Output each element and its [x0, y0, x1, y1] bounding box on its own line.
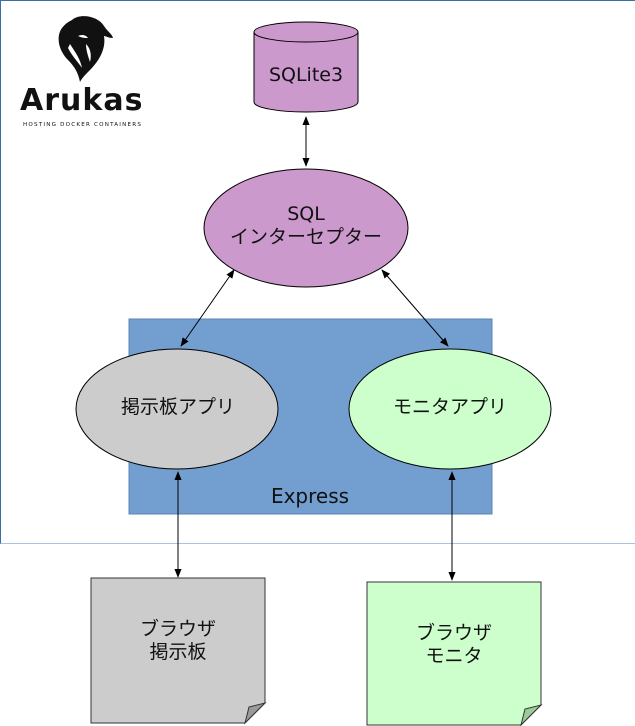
database-label-text: SQLite3: [268, 64, 344, 86]
logo-wordmark: Arukas: [20, 83, 144, 118]
interceptor-bbs-connector: [180, 269, 235, 347]
arukas-hosting-frame: [0, 0, 635, 544]
sql-interceptor-ellipse: [203, 168, 409, 288]
bbs-app-label-text: 掲示板アプリ: [120, 396, 235, 418]
interceptor-label: SQL インターセプター: [206, 203, 406, 249]
express-label-text: Express: [270, 484, 350, 508]
interceptor-label-line2: インターセプター: [229, 225, 382, 248]
monitor-app-ellipse: [348, 348, 552, 470]
bbs-browser-label: ブラウザ 掲示板: [91, 618, 265, 664]
monitor-browser-note: [366, 581, 543, 726]
logo-tagline: HOSTING DOCKER CONTAINERS: [23, 122, 143, 128]
bbs-app-ellipse: [75, 348, 279, 470]
orca-icon: [58, 16, 113, 83]
monitor-browser-label-line2: モニタ: [425, 644, 483, 667]
bbs-browser-note: [90, 577, 267, 725]
bbs-browser-label-line1: ブラウザ: [139, 618, 216, 640]
monitor-app-label: モニタアプリ: [350, 396, 550, 419]
database-label: SQLite3: [254, 64, 358, 87]
sqlite-database: [253, 21, 359, 113]
bbs-browser-label-line2: 掲示板: [149, 640, 207, 663]
monitor-app-label-text: モニタアプリ: [392, 396, 507, 418]
express-label: Express: [230, 484, 390, 508]
arukas-logo: Arukas HOSTING DOCKER CONTAINERS: [20, 14, 148, 130]
interceptor-label-line1: SQL: [287, 203, 325, 225]
monitor-browser-label: ブラウザ モニタ: [367, 622, 541, 668]
monitor-browser-label-line1: ブラウザ: [415, 622, 492, 644]
interceptor-monitor-connector: [381, 269, 449, 347]
bbs-app-label: 掲示板アプリ: [78, 396, 278, 419]
